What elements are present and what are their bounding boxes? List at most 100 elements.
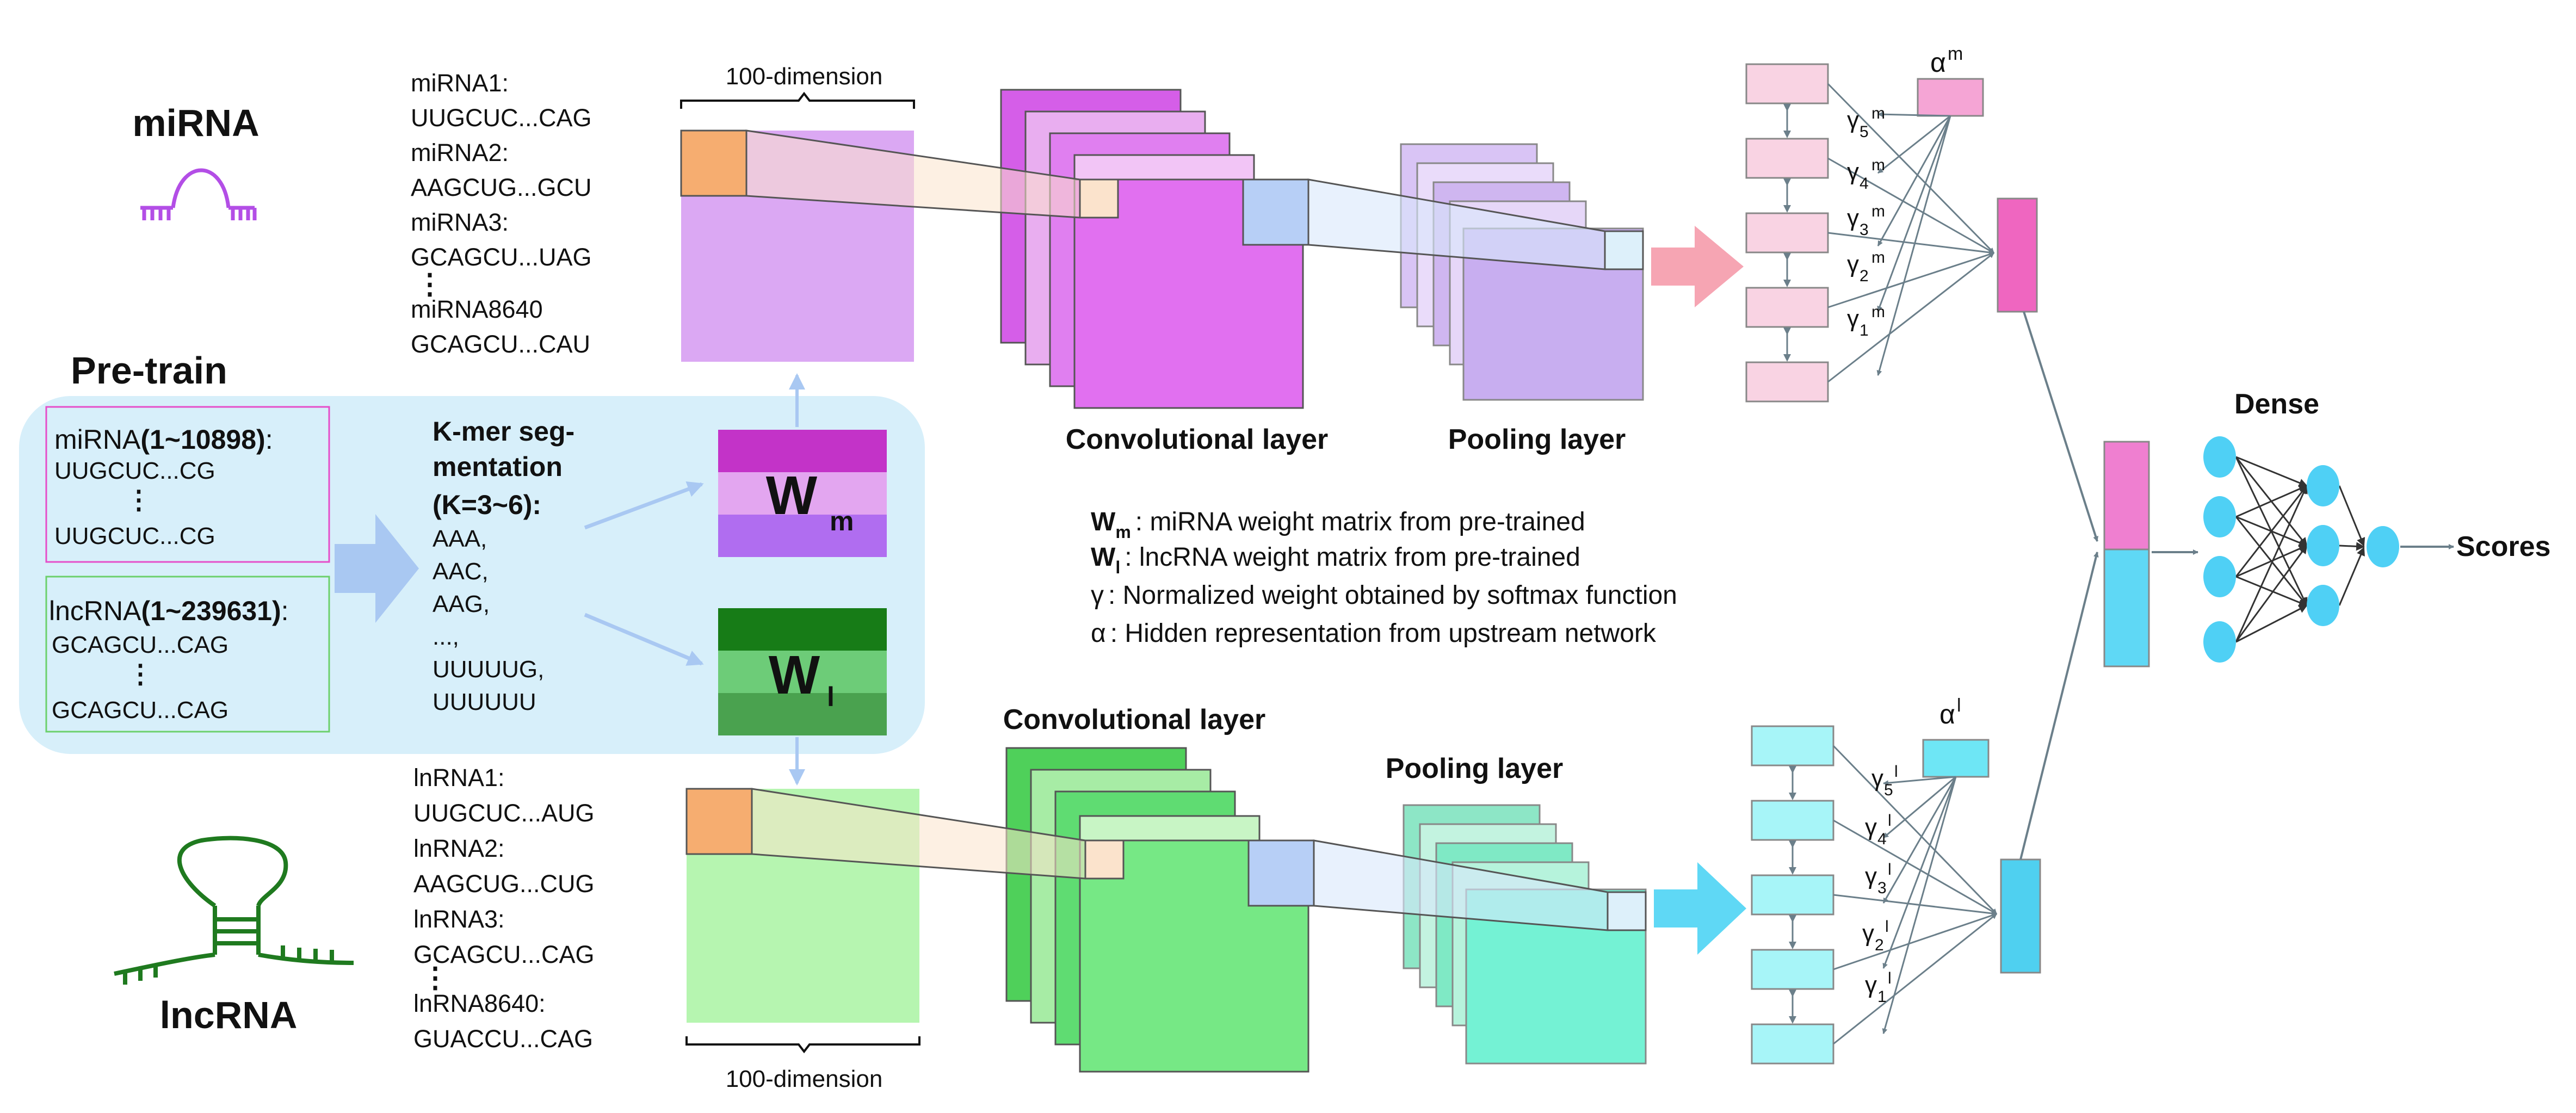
- legend: Wm: miRNA weight matrix from pre-trained…: [1091, 508, 1677, 648]
- mirna-embedding-matrix: 100-dimension: [680, 63, 915, 362]
- merge-and-dense: Dense Sc: [2019, 311, 2550, 860]
- lncrna-corpus-title: lncRNA(1~239631):: [49, 596, 289, 626]
- alpha-symbol: α: [1939, 699, 1955, 729]
- gamma-sup: m: [1871, 303, 1885, 321]
- conv-window: [1242, 178, 1309, 246]
- kmer-to-wm-arrow: [584, 481, 704, 530]
- pool-projection: [1307, 178, 1606, 270]
- hidden-node: [1745, 63, 1829, 104]
- seq-item: UUGCUC...AUG: [413, 799, 595, 827]
- gamma-sub: 4: [1877, 830, 1887, 848]
- mirna-conv-layer: Convolutional layer: [1000, 89, 1329, 455]
- gamma-label: γ: [1847, 107, 1859, 133]
- gamma-label: γ: [1847, 251, 1859, 277]
- gamma-label: γ: [1847, 158, 1859, 185]
- seq-item: lnRNA8640:: [413, 990, 546, 1017]
- context-vector: [2000, 858, 2041, 974]
- alpha-node: [1917, 78, 1984, 117]
- kmer-item: AAG,: [433, 591, 490, 617]
- kernel-projection: [745, 129, 1081, 219]
- conv-layer-label: Convolutional layer: [1003, 704, 1266, 735]
- lncrna-title: lncRNA: [160, 994, 298, 1036]
- lncrna-corpus-seq: GCAGCU...CAG: [52, 697, 228, 724]
- lncrna-to-concat-arrow: [2019, 552, 2099, 860]
- gamma-label: γ: [1865, 863, 1877, 889]
- pooling-layer-label: Pooling layer: [1386, 753, 1564, 784]
- gamma-label: γ: [1865, 972, 1877, 998]
- flow-arrow-pink: [1651, 226, 1744, 307]
- seq-item: UUGCUC...CAG: [411, 104, 592, 132]
- conv-layer-label: Convolutional layer: [1066, 424, 1329, 455]
- gamma-label: γ: [1865, 814, 1877, 840]
- wm-subscript: m: [830, 506, 854, 536]
- lncrna-corpus-seq: GCAGCU...CAG: [52, 632, 228, 658]
- gamma-sub: 3: [1877, 879, 1887, 897]
- gamma-sup: m: [1871, 202, 1885, 220]
- hidden-node: [1745, 138, 1829, 179]
- dense-nodes: [2203, 436, 2399, 663]
- kmer-title: (K=3~6):: [433, 490, 541, 520]
- kmer-item: UUUUUU: [433, 689, 536, 715]
- seq-ellipsis: ⋮: [421, 962, 449, 994]
- dimension-brace: [680, 91, 915, 109]
- pretrain-flow-arrow: [335, 514, 419, 623]
- seq-item: lnRNA2:: [413, 834, 505, 862]
- seq-item: lnRNA3:: [413, 905, 505, 933]
- gamma-sup: m: [1871, 104, 1885, 122]
- flow-arrow-cyan: [1654, 862, 1746, 955]
- wm-symbol: W: [766, 465, 818, 526]
- gamma-sub: 5: [1884, 781, 1893, 799]
- scores-label: Scores: [2456, 531, 2550, 562]
- kmer-title: K-mer seg-: [433, 416, 574, 447]
- hidden-node: [1745, 361, 1829, 403]
- hidden-node: [1751, 949, 1834, 990]
- hidden-node: [1745, 212, 1829, 253]
- mirna-title: miRNA: [132, 102, 259, 144]
- hidden-node: [1751, 874, 1834, 916]
- gamma-label: γ: [1862, 920, 1874, 947]
- seq-item: GCAGCU...UAG: [411, 243, 592, 271]
- wl-subscript: l: [827, 682, 835, 712]
- seq-item: AAGCUG...CUG: [413, 870, 595, 898]
- alpha-symbol: α: [1930, 47, 1946, 78]
- dense-connections: [2235, 456, 2454, 643]
- mirna-corpus-seq: UUGCUC...CG: [54, 523, 215, 549]
- gamma-label: γ: [1871, 765, 1883, 792]
- kmer-title: mentation: [433, 452, 563, 482]
- mirna-sequence-list: miRNA1: UUGCUC...CAG miRNA2: AAGCUG...GC…: [411, 69, 592, 358]
- kmer-to-wl-arrow: [584, 613, 704, 666]
- seq-item: miRNA1:: [411, 69, 509, 97]
- mirna-pooling-layer: Pooling layer: [1400, 143, 1644, 455]
- conv-output-cell: [1079, 178, 1119, 219]
- kernel-window: [685, 788, 753, 855]
- gamma-sup: l: [1894, 763, 1898, 781]
- gamma-label: γ: [1847, 305, 1859, 332]
- seq-ellipsis: ⋮: [127, 660, 153, 689]
- gamma-sup: l: [1888, 861, 1892, 879]
- mirna-section: miRNA: [132, 102, 260, 220]
- gamma-sub: 5: [1860, 123, 1869, 141]
- pool-output-cell: [1607, 891, 1647, 931]
- dimension-label: 100-dimension: [726, 63, 883, 90]
- gamma-sub: 1: [1860, 321, 1869, 339]
- seq-item: AAGCUG...GCU: [411, 174, 592, 201]
- seq-item: miRNA8640: [411, 295, 543, 323]
- wl-matrix: W l: [718, 608, 887, 735]
- seq-item: miRNA3:: [411, 208, 509, 236]
- wl-symbol: W: [769, 645, 820, 706]
- hidden-node: [1751, 800, 1834, 841]
- mirna-corpus-box: [45, 406, 330, 563]
- seq-item: lnRNA1:: [413, 764, 505, 792]
- seq-item: miRNA2:: [411, 139, 509, 166]
- kmer-item: AAA,: [433, 525, 487, 552]
- legend-item: Wm: miRNA weight matrix from pre-trained: [1091, 508, 1585, 542]
- mirna-to-concat-arrow: [2023, 311, 2099, 542]
- concat-vector-top: [2103, 441, 2150, 551]
- gamma-sup: m: [1871, 156, 1885, 174]
- legend-item: Wl: lncRNA weight matrix from pre-traine…: [1091, 543, 1580, 577]
- gamma-sub: 4: [1860, 175, 1869, 193]
- mirna-corpus-seq: UUGCUC...CG: [54, 457, 215, 484]
- lncrna-corpus-box: [45, 576, 330, 733]
- gamma-sup: m: [1871, 249, 1885, 267]
